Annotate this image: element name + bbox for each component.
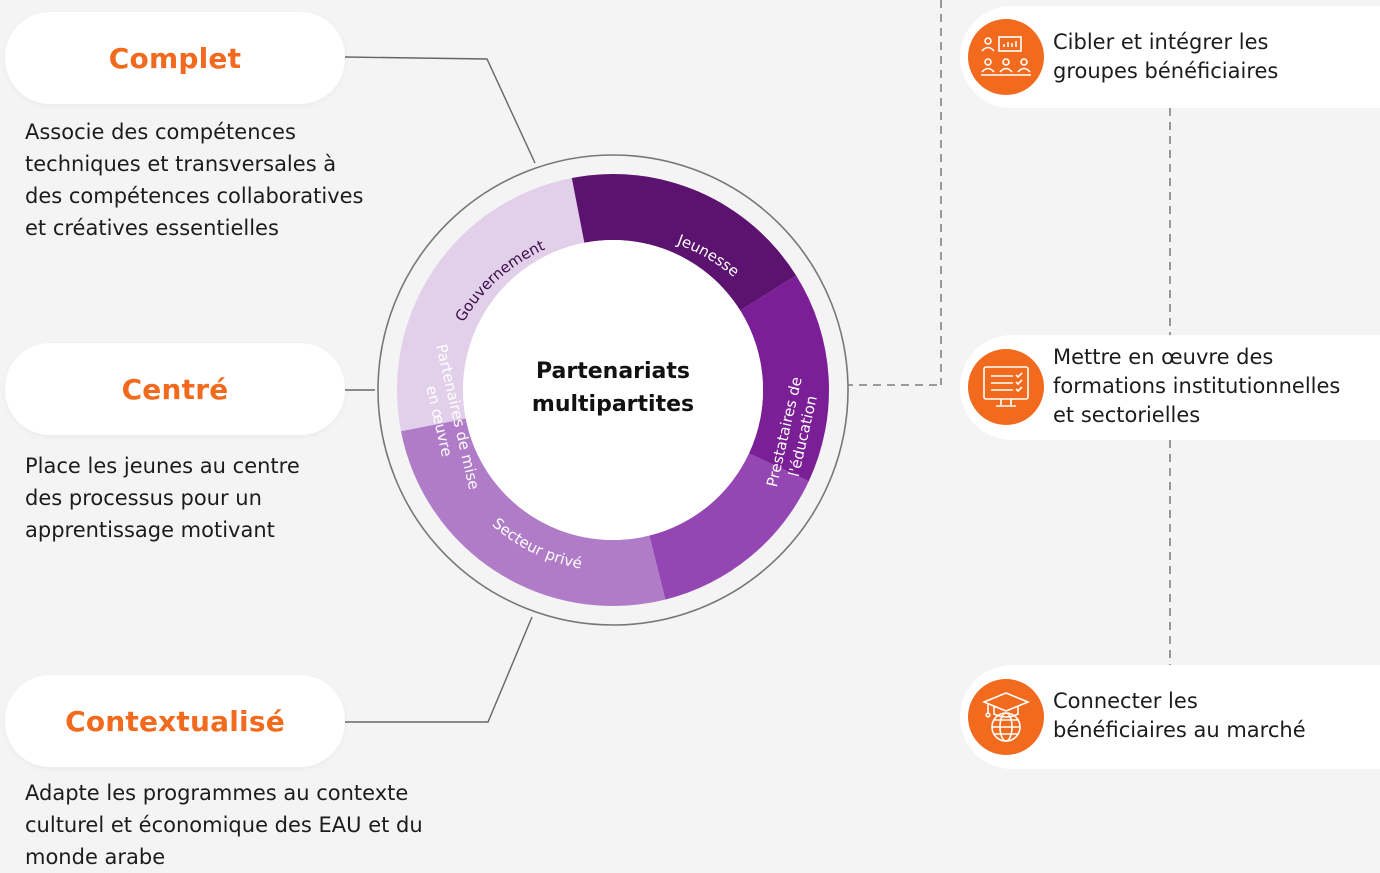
graduation-globe-icon (968, 679, 1044, 755)
center-title-line1: Partenariats (536, 359, 690, 384)
principle-title-complet: Complet (108, 41, 242, 75)
desc-line: culturel et économique des EAU et du (25, 813, 423, 837)
ring-segment-secteur (649, 453, 809, 600)
principle-desc-complet: Associe des compétences techniques et tr… (25, 116, 363, 244)
ring-segment-prestataires (740, 275, 829, 482)
connector-contextualise (345, 616, 533, 723)
ring-inner-disk (463, 240, 763, 540)
step-text-mettre-en-oeuvre: Mettre en œuvre des formations instituti… (1053, 343, 1340, 430)
principle-desc-contextualise: Adapte les programmes au contexte cultur… (25, 777, 423, 873)
segment-label-prestataires: Prestataires de l'éducation (763, 375, 821, 489)
ring-segment-jeunesse (571, 174, 797, 311)
step-line: formations institutionnelles (1053, 374, 1341, 398)
desc-line: apprentissage motivant (25, 518, 275, 542)
desc-line: des processus pour un (25, 486, 262, 510)
step-line: bénéficiaires au marché (1053, 718, 1306, 742)
classroom-icon (968, 19, 1044, 95)
step-text-cibler: Cibler et intégrer les groupes bénéficia… (1053, 28, 1278, 86)
desc-line: et créatives essentielles (25, 216, 279, 240)
desc-line: Adapte les programmes au contexte (25, 781, 409, 805)
monitor-checklist-icon (968, 349, 1044, 425)
ring-segment-gouvernement (397, 177, 585, 432)
connector-complet (344, 56, 536, 164)
principle-title-centre: Centré (121, 372, 229, 406)
step-connecter: Connecter les bénéficiaires au marché (960, 665, 1380, 769)
desc-line: des compétences collaboratives (25, 184, 364, 208)
step-mettre-en-oeuvre: Mettre en œuvre des formations instituti… (960, 335, 1380, 440)
desc-line: techniques et transversales à (25, 152, 337, 176)
desc-line: monde arabe (25, 845, 166, 869)
center-title-line2: multipartites (532, 392, 694, 417)
desc-line: Place les jeunes au centre (25, 454, 300, 478)
step-line: Connecter les (1053, 689, 1198, 713)
step-text-connecter: Connecter les bénéficiaires au marché (1053, 687, 1306, 745)
principle-desc-centre: Place les jeunes au centre des processus… (25, 450, 300, 546)
principle-pill-contextualise: Contextualisé (5, 675, 345, 767)
step-line: Mettre en œuvre des (1053, 345, 1274, 369)
step-line: et sectorielles (1053, 403, 1201, 427)
step-line: Cibler et intégrer les (1053, 30, 1269, 54)
principle-pill-complet: Complet (5, 12, 345, 104)
step-cibler: Cibler et intégrer les groupes bénéficia… (960, 6, 1380, 108)
principle-title-contextualise: Contextualisé (65, 704, 285, 738)
principle-pill-centre: Centré (5, 343, 345, 435)
ring-segment-partenaires (400, 418, 666, 606)
desc-line: Associe des compétences (25, 120, 296, 144)
step-line: groupes bénéficiaires (1053, 59, 1279, 83)
